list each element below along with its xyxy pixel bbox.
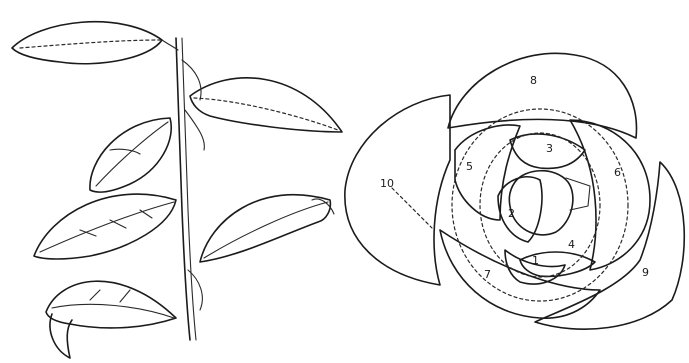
- petal-8: [448, 53, 636, 138]
- label-petal-10: 10: [380, 177, 394, 190]
- stem-node-lower: [188, 270, 202, 310]
- outer-dashed-ring: [452, 109, 628, 301]
- leaf-middle-left-upper: [90, 118, 171, 192]
- leaf-middle-right: [200, 195, 334, 262]
- petal-7: [440, 230, 600, 318]
- label-petal-7: 7: [484, 268, 491, 281]
- stem-edge: [182, 38, 196, 340]
- label-petal-6: 6: [614, 166, 621, 179]
- center-detail: [566, 178, 590, 210]
- label-petal-8: 8: [530, 74, 537, 87]
- branch-drawing: [12, 22, 342, 358]
- leaf-middle-left-large: [34, 194, 176, 259]
- petal-2: [498, 177, 542, 242]
- petal-6: [570, 120, 650, 270]
- leaf-top-left: [12, 22, 178, 64]
- leaf-bottom-left: [46, 281, 176, 358]
- label-petal-4: 4: [568, 238, 575, 251]
- petal-10: [345, 95, 450, 285]
- label-petal-5: 5: [466, 160, 473, 173]
- petal-9: [535, 162, 684, 329]
- leaf-upper-right: [185, 78, 342, 150]
- flower-drawing: 8 3 5 6 10 2 4 9 7 1: [345, 53, 684, 329]
- label-petal-9: 9: [642, 266, 649, 279]
- label-petal-3: 3: [546, 142, 553, 155]
- leader-line-10: [392, 188, 432, 228]
- label-petal-2: 2: [508, 207, 515, 220]
- stem: [176, 38, 190, 340]
- label-petal-1: 1: [532, 254, 539, 267]
